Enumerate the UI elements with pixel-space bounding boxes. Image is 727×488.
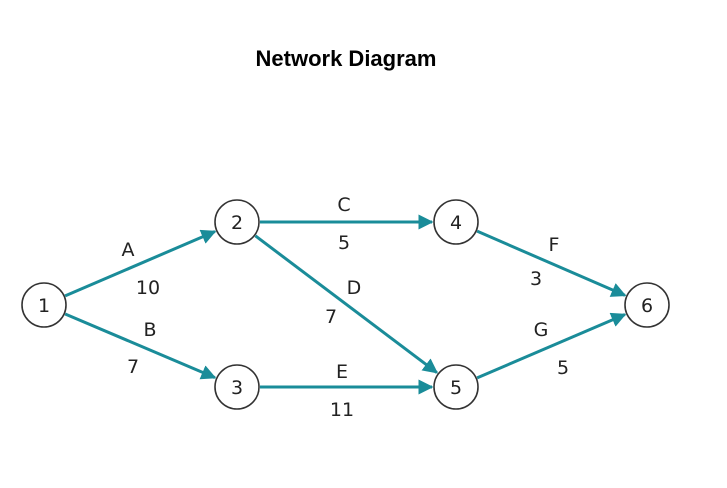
node-label: 4 bbox=[450, 212, 462, 234]
node-2: 2 bbox=[214, 199, 260, 245]
edge-activity-label: D bbox=[347, 277, 362, 299]
edges-layer bbox=[64, 214, 627, 395]
node-5: 5 bbox=[433, 364, 479, 410]
node-3: 3 bbox=[214, 364, 260, 410]
node-label: 5 bbox=[450, 377, 462, 399]
edge-duration-label: 5 bbox=[338, 232, 350, 254]
edge-duration-label: 11 bbox=[330, 399, 354, 421]
node-circle bbox=[214, 199, 260, 245]
node-4: 4 bbox=[433, 199, 479, 245]
edge-duration-label: 7 bbox=[127, 356, 139, 378]
edge-duration-label: 3 bbox=[530, 268, 542, 290]
edge-activity-label: A bbox=[122, 239, 135, 261]
node-label: 3 bbox=[231, 377, 243, 399]
node-1: 1 bbox=[21, 282, 67, 328]
node-6: 6 bbox=[624, 282, 670, 328]
edge-b-arrow bbox=[64, 312, 217, 380]
node-circle bbox=[433, 364, 479, 410]
node-circle bbox=[21, 282, 67, 328]
node-label: 1 bbox=[38, 295, 50, 317]
edge-duration-label: 5 bbox=[557, 357, 569, 379]
edge-activity-label: C bbox=[337, 194, 350, 216]
diagram-title: Network Diagram bbox=[255, 46, 437, 71]
edge-duration-label: 7 bbox=[325, 306, 337, 328]
edge-a-arrow bbox=[64, 229, 217, 298]
edge-g-arrow bbox=[476, 312, 627, 380]
edge-duration-label: 10 bbox=[136, 277, 160, 299]
node-label: 6 bbox=[641, 295, 653, 317]
node-label: 2 bbox=[231, 212, 243, 234]
node-circle bbox=[214, 364, 260, 410]
edge-activity-label: G bbox=[534, 319, 549, 341]
nodes-layer: 1 2 3 4 5 6 bbox=[21, 199, 670, 410]
edge-f-arrow bbox=[476, 229, 627, 297]
edge-activity-label: B bbox=[143, 319, 156, 341]
edge-activity-label: E bbox=[336, 361, 348, 383]
edge-d-arrow bbox=[254, 234, 439, 374]
edge-activity-label: F bbox=[549, 234, 560, 256]
node-circle bbox=[624, 282, 670, 328]
node-circle bbox=[433, 199, 479, 245]
